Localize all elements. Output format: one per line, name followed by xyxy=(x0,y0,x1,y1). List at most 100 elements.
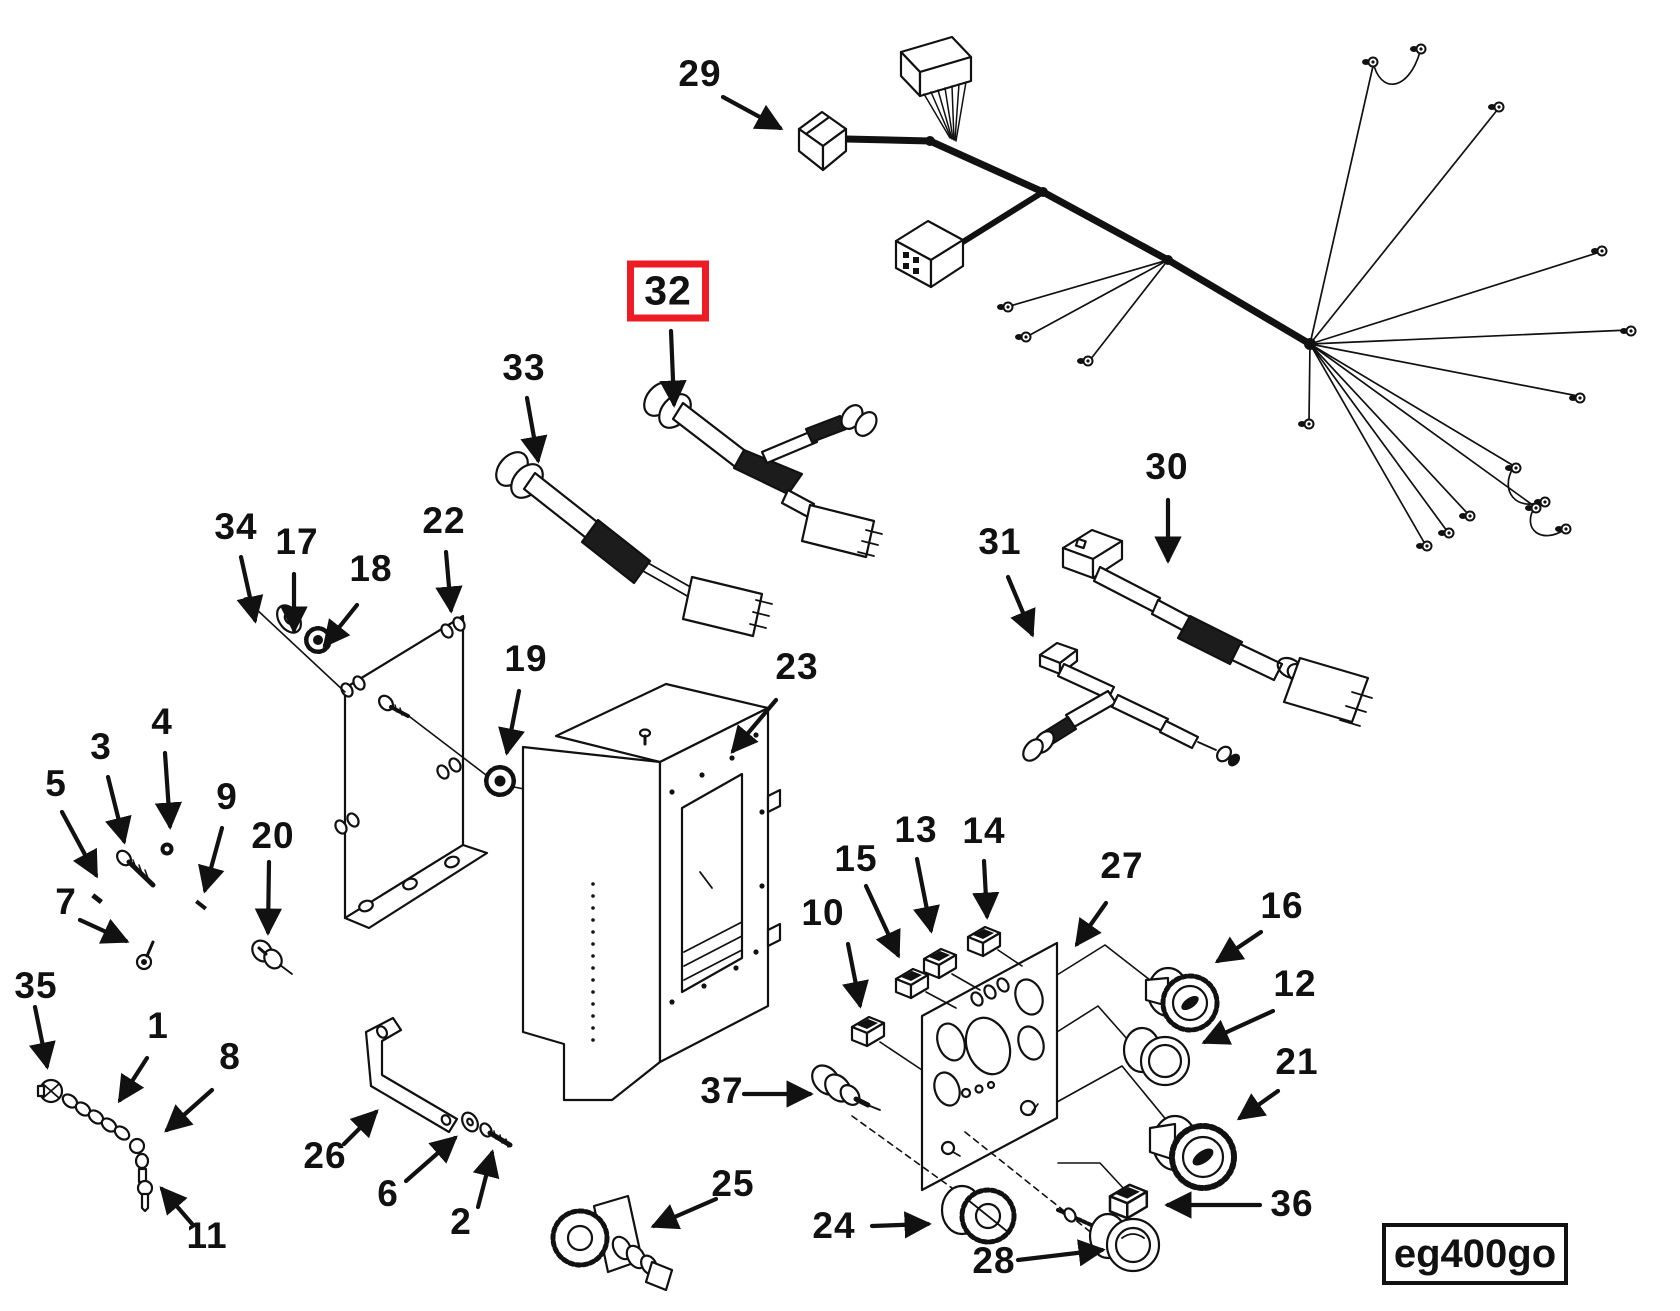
callout-arrow-1 xyxy=(117,1055,150,1104)
callout-33[interactable]: 33 xyxy=(502,347,546,388)
callout-arrow-18 xyxy=(322,602,360,648)
callout-29[interactable]: 29 xyxy=(678,53,722,94)
callout-arrow-13 xyxy=(913,856,940,934)
callout-arrow-5 xyxy=(59,809,99,879)
callout-22[interactable]: 22 xyxy=(422,500,466,541)
figure-code-box: eg400go xyxy=(1382,1223,1568,1285)
callout-arrow-8 xyxy=(164,1087,215,1133)
switch-25 xyxy=(550,1194,674,1292)
callout-2[interactable]: 2 xyxy=(450,1201,472,1242)
rocker-switch-14 xyxy=(966,925,1002,958)
callout-27[interactable]: 27 xyxy=(1100,845,1144,886)
callout-36[interactable]: 36 xyxy=(1270,1183,1314,1224)
harness-branch-wires xyxy=(1009,51,1630,545)
callout-14[interactable]: 14 xyxy=(962,810,1006,851)
callout-arrow-22 xyxy=(435,549,463,614)
clamp-35-icon xyxy=(36,1078,64,1104)
nut-4-icon xyxy=(160,842,174,856)
callout-arrow-12 xyxy=(1201,1008,1276,1045)
rocker-switch-13 xyxy=(922,947,958,980)
callout-15[interactable]: 15 xyxy=(834,838,878,879)
callout-10[interactable]: 10 xyxy=(801,892,845,933)
callout-5[interactable]: 5 xyxy=(45,763,67,804)
key-11-icon xyxy=(136,1179,154,1213)
cube-connector-icon xyxy=(797,110,848,172)
callout-arrow-31 xyxy=(1005,574,1036,638)
connector-20-icon xyxy=(251,939,293,975)
gauge-panel-27 xyxy=(851,941,1169,1239)
wiring-harness-29 xyxy=(797,35,1637,552)
callout-18[interactable]: 18 xyxy=(349,548,393,589)
callout-11[interactable]: 11 xyxy=(186,1215,228,1256)
gauge-16 xyxy=(1144,966,1220,1033)
callout-arrow-4 xyxy=(154,750,183,830)
callout-35[interactable]: 35 xyxy=(14,965,58,1006)
callout-25[interactable]: 25 xyxy=(711,1163,755,1204)
callout-20[interactable]: 20 xyxy=(251,815,295,856)
callout-34[interactable]: 34 xyxy=(214,506,258,547)
callout-19[interactable]: 19 xyxy=(504,638,548,679)
callout-arrow-27 xyxy=(1074,900,1109,948)
callout-28[interactable]: 28 xyxy=(972,1240,1016,1281)
plate-screw-icon xyxy=(378,694,410,718)
washer-17-icon xyxy=(276,604,302,634)
callout-17[interactable]: 17 xyxy=(275,521,319,562)
chain-assembly-1 xyxy=(61,1093,150,1184)
callout-3[interactable]: 3 xyxy=(90,726,112,767)
callout-7[interactable]: 7 xyxy=(55,881,77,922)
callout-24[interactable]: 24 xyxy=(812,1205,856,1246)
callout-26[interactable]: 26 xyxy=(303,1135,347,1176)
bracket-26 xyxy=(364,1016,459,1134)
callout-arrow-29 xyxy=(720,94,784,131)
callout-arrow-6 xyxy=(403,1135,458,1184)
cable-33 xyxy=(495,451,773,638)
callout-1[interactable]: 1 xyxy=(147,1005,169,1046)
gauge-21 xyxy=(1148,1114,1237,1191)
callout-arrow-32 xyxy=(659,328,687,408)
six-pin-connector-icon xyxy=(894,219,965,289)
callout-8[interactable]: 8 xyxy=(219,1036,241,1077)
callout-arrow-2 xyxy=(472,1149,500,1210)
callout-4[interactable]: 4 xyxy=(151,701,173,742)
gauge-28 xyxy=(1056,1207,1161,1273)
screw-7-icon xyxy=(135,940,155,971)
callout-arrow-14 xyxy=(972,858,1000,920)
callout-12[interactable]: 12 xyxy=(1273,963,1317,1004)
bolt-2-icon xyxy=(479,1122,513,1148)
ring-terminals xyxy=(995,43,1637,552)
callout-9[interactable]: 9 xyxy=(216,776,238,817)
knob-24 xyxy=(940,1184,1017,1245)
cable-31 xyxy=(1022,641,1241,767)
figure-code-text: eg400go xyxy=(1393,1231,1557,1276)
switch-36 xyxy=(1108,1183,1149,1220)
callout-16[interactable]: 16 xyxy=(1260,885,1304,926)
callout-arrow-15 xyxy=(863,883,901,959)
callout-arrow-24 xyxy=(869,1211,932,1239)
callout-13[interactable]: 13 xyxy=(894,809,938,850)
callout-arrow-26 xyxy=(341,1109,379,1147)
callout-23[interactable]: 23 xyxy=(775,646,819,687)
cable-32 xyxy=(643,381,883,559)
callout-arrow-19 xyxy=(498,688,525,756)
callout-6[interactable]: 6 xyxy=(377,1173,399,1214)
callout-31[interactable]: 31 xyxy=(978,521,1022,562)
callout-arrow-25 xyxy=(650,1196,719,1230)
pin-5-icon xyxy=(91,893,103,905)
mounting-plate-22 xyxy=(334,614,489,930)
callout-37[interactable]: 37 xyxy=(700,1070,744,1111)
callout-arrow-21 xyxy=(1236,1088,1281,1121)
cable-30 xyxy=(1061,528,1373,727)
top-screw-icon xyxy=(638,728,652,746)
callout-21[interactable]: 21 xyxy=(1275,1041,1319,1082)
callout-30[interactable]: 30 xyxy=(1145,446,1189,487)
control-box-23 xyxy=(521,682,782,1102)
callout-32[interactable]: 32 xyxy=(627,260,709,322)
callout-arrow-3 xyxy=(105,774,132,845)
switch-10 xyxy=(850,1015,886,1048)
panel-leader-lines xyxy=(851,944,1169,1239)
gauge-12 xyxy=(1122,1026,1191,1087)
callout-arrow-20 xyxy=(254,859,282,936)
